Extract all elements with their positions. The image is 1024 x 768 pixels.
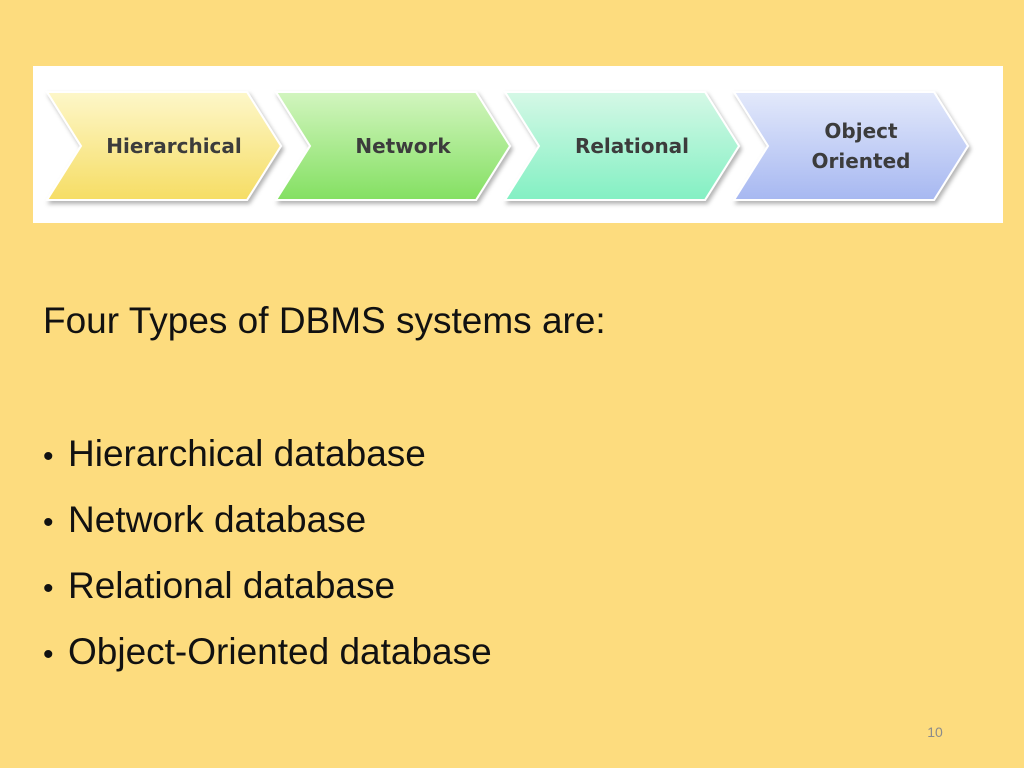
chevron-label: Oriented xyxy=(812,149,911,173)
chevron-label: Relational xyxy=(575,134,689,158)
list-item: • Network database xyxy=(43,488,492,554)
chevron-shape xyxy=(45,91,283,201)
list-item-text: Object-Oriented database xyxy=(68,631,492,672)
bullet-icon: • xyxy=(43,506,54,539)
chevron-label: Network xyxy=(355,134,451,158)
list-item: • Relational database xyxy=(43,554,492,620)
chevron-shape xyxy=(274,91,512,201)
list-item: • Object-Oriented database xyxy=(43,620,492,686)
list-item-text: Hierarchical database xyxy=(68,433,426,474)
chevron-network: Network xyxy=(274,91,512,201)
chevron-hierarchical: Hierarchical xyxy=(45,91,283,201)
chevron-label: Hierarchical xyxy=(106,134,242,158)
chevron-relational: Relational xyxy=(503,91,741,201)
intro-heading: Four Types of DBMS systems are: xyxy=(43,300,606,341)
chevron-process-graphic: Hierarchical Network Relational ObjectOrien… xyxy=(45,91,970,201)
list-item-text: Network database xyxy=(68,499,367,540)
bullet-icon: • xyxy=(43,638,54,671)
chevron-shape xyxy=(732,91,970,201)
list-item-text: Relational database xyxy=(68,565,396,606)
page-number: 10 xyxy=(927,724,943,740)
bullet-icon: • xyxy=(43,572,54,605)
chevron-label: Object xyxy=(824,119,898,143)
bullet-icon: • xyxy=(43,440,54,473)
dbms-types-list: • Hierarchical database • Network database… xyxy=(43,422,492,686)
chevron-shape xyxy=(503,91,741,201)
list-item: • Hierarchical database xyxy=(43,422,492,488)
